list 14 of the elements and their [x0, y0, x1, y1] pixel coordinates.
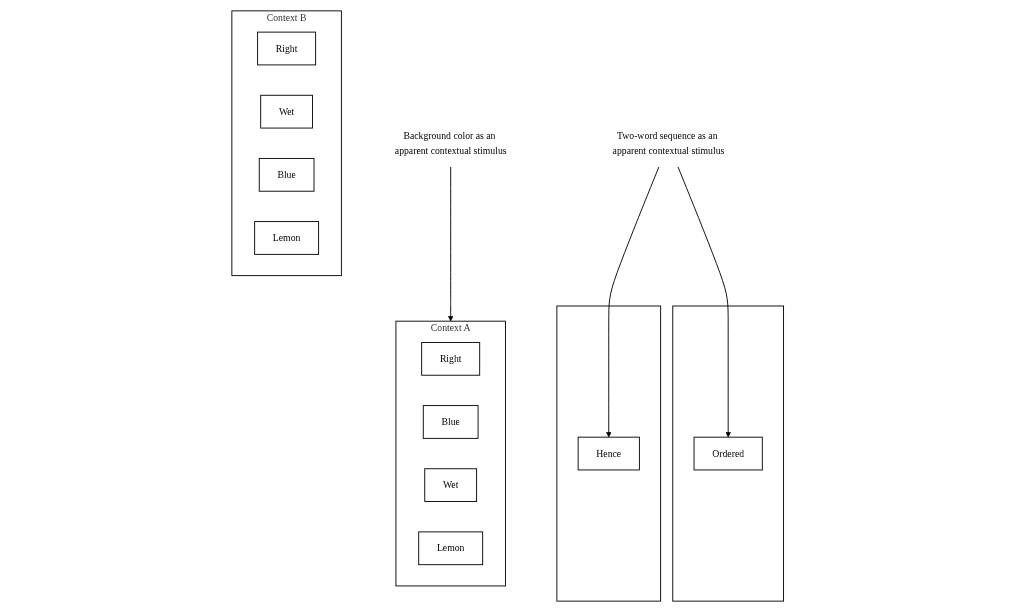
- node-box: Blue: [259, 157, 315, 192]
- node-box: Hence: [577, 436, 641, 470]
- node-text: Two-word sequence as an apparent contextual stimulus: [612, 129, 725, 155]
- node-box: Wet: [260, 94, 314, 128]
- node-box: Lemon: [254, 220, 320, 255]
- cluster: [556, 305, 662, 602]
- node-box: Right: [421, 341, 481, 376]
- node-box: Lemon: [418, 530, 484, 565]
- cluster: [672, 305, 785, 602]
- node-text: Background color as an apparent contextual stimulus: [395, 129, 507, 155]
- node-box: Right: [257, 31, 317, 65]
- node-box: Blue: [423, 404, 479, 439]
- node-box: Wet: [424, 467, 478, 502]
- node-box: Ordered: [693, 436, 764, 470]
